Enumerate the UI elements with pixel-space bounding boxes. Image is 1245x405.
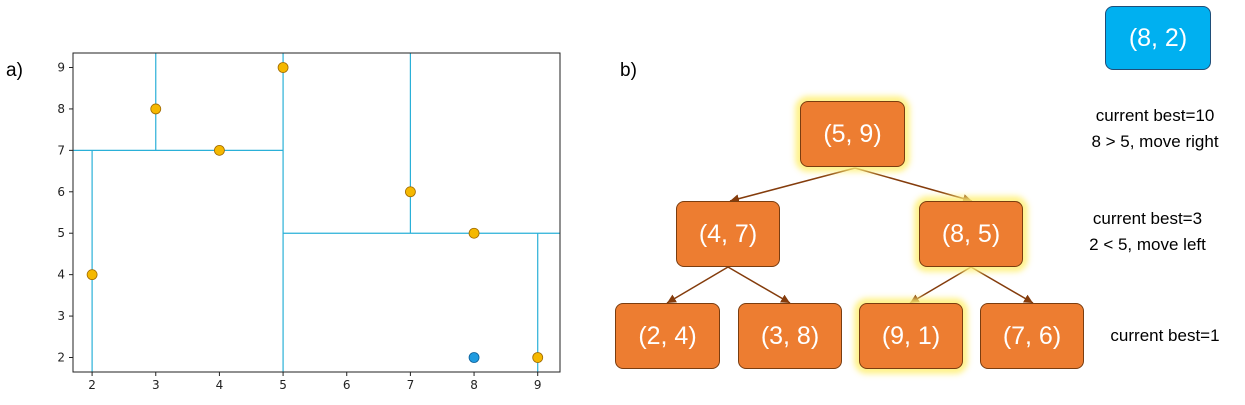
edge-root-left xyxy=(729,167,856,204)
note-level1-line2: 2 < 5, move left xyxy=(1089,235,1206,254)
note-level2: current best=1 xyxy=(1080,323,1245,349)
y-tick-label: 2 xyxy=(57,351,65,365)
tree-node-right: (8, 5) xyxy=(919,201,1023,267)
y-tick-label: 6 xyxy=(57,185,65,199)
tree-node-right-left: (9, 1) xyxy=(859,303,963,369)
data-point xyxy=(468,227,480,239)
note-level0: current best=10 8 > 5, move right xyxy=(1060,103,1245,155)
plot-frame xyxy=(72,52,561,373)
y-tick-label: 3 xyxy=(57,309,65,323)
panel-b-label: b) xyxy=(620,60,637,81)
edge-left-leftleft xyxy=(666,266,729,304)
x-tick-label: 3 xyxy=(152,378,160,392)
x-tick-label: 5 xyxy=(279,378,287,392)
tree-node-left-right: (3, 8) xyxy=(738,303,842,369)
data-point xyxy=(277,62,289,73)
panel-a-label: a) xyxy=(6,60,23,81)
data-point xyxy=(532,352,544,363)
y-tick-label: 5 xyxy=(57,226,65,240)
x-tick-label: 8 xyxy=(470,378,478,392)
x-tick-label: 4 xyxy=(216,378,224,392)
note-level0-line1: current best=10 xyxy=(1095,106,1215,125)
y-tick-label: 8 xyxy=(57,102,65,116)
edge-left-leftright xyxy=(727,266,791,304)
data-point xyxy=(86,269,98,281)
note-level2-line1: current best=1 xyxy=(1110,326,1220,345)
x-tick-label: 2 xyxy=(88,378,96,392)
note-level1-line1: current best=3 xyxy=(1092,209,1203,228)
query-point-node: (8, 2) xyxy=(1105,6,1211,70)
tree-node-left-left: (2, 4) xyxy=(615,303,720,369)
kd-partition-scatter: 2 3 4 5 6 7 8 9 2 3 4 5 6 7 8 9 xyxy=(57,52,561,392)
y-tick-label: 7 xyxy=(57,143,65,157)
tree-node-root: (5, 9) xyxy=(800,101,905,167)
data-point xyxy=(404,186,416,198)
y-tick-label: 9 xyxy=(57,61,65,75)
edge-right-rightleft xyxy=(909,266,972,304)
y-tick-label: 4 xyxy=(57,268,65,282)
tree-node-left: (4, 7) xyxy=(676,201,780,267)
x-tick-label: 9 xyxy=(534,378,542,392)
data-point xyxy=(150,103,162,115)
x-tick-label: 6 xyxy=(343,378,351,392)
edge-right-rightright xyxy=(970,266,1034,304)
data-point xyxy=(214,144,225,156)
x-tick-label: 7 xyxy=(407,378,415,392)
query-point xyxy=(468,352,480,363)
tree-node-right-right: (7, 6) xyxy=(980,303,1084,369)
note-level0-line2: 8 > 5, move right xyxy=(1091,132,1219,151)
edge-root-right xyxy=(854,167,973,203)
note-level1: current best=3 2 < 5, move left xyxy=(1060,206,1235,258)
